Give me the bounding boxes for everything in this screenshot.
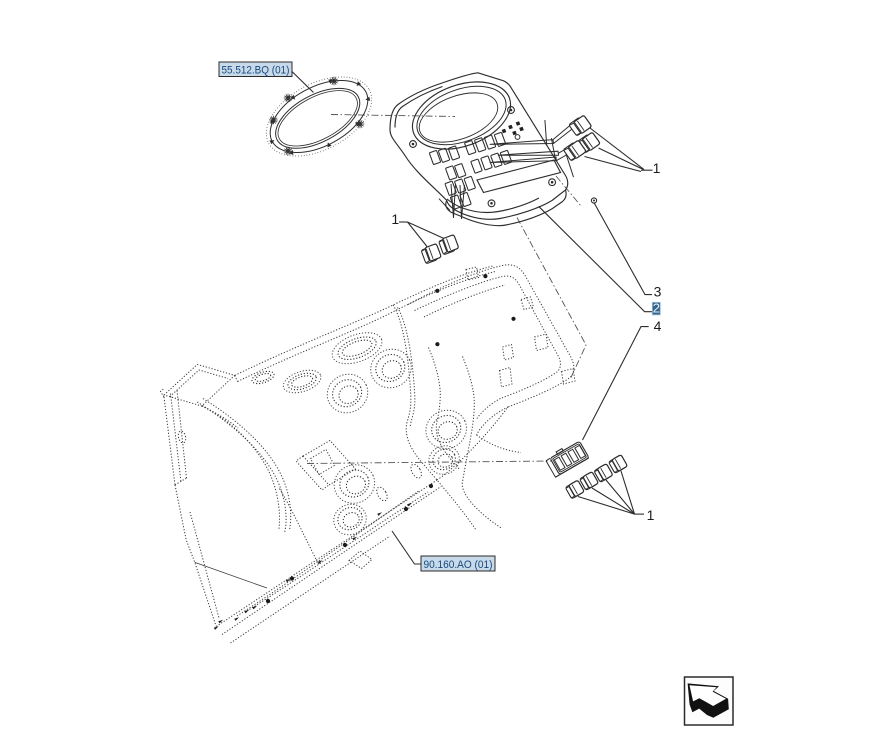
svg-text:55.512.BQ (01): 55.512.BQ (01)	[222, 64, 290, 76]
svg-text:1: 1	[647, 507, 655, 523]
svg-text:2: 2	[653, 301, 660, 316]
svg-text:1: 1	[653, 160, 661, 176]
svg-text:90.160.AO (01): 90.160.AO (01)	[424, 559, 493, 571]
svg-text:4: 4	[654, 318, 662, 334]
svg-text:1: 1	[391, 211, 399, 227]
svg-text:3: 3	[654, 284, 662, 300]
